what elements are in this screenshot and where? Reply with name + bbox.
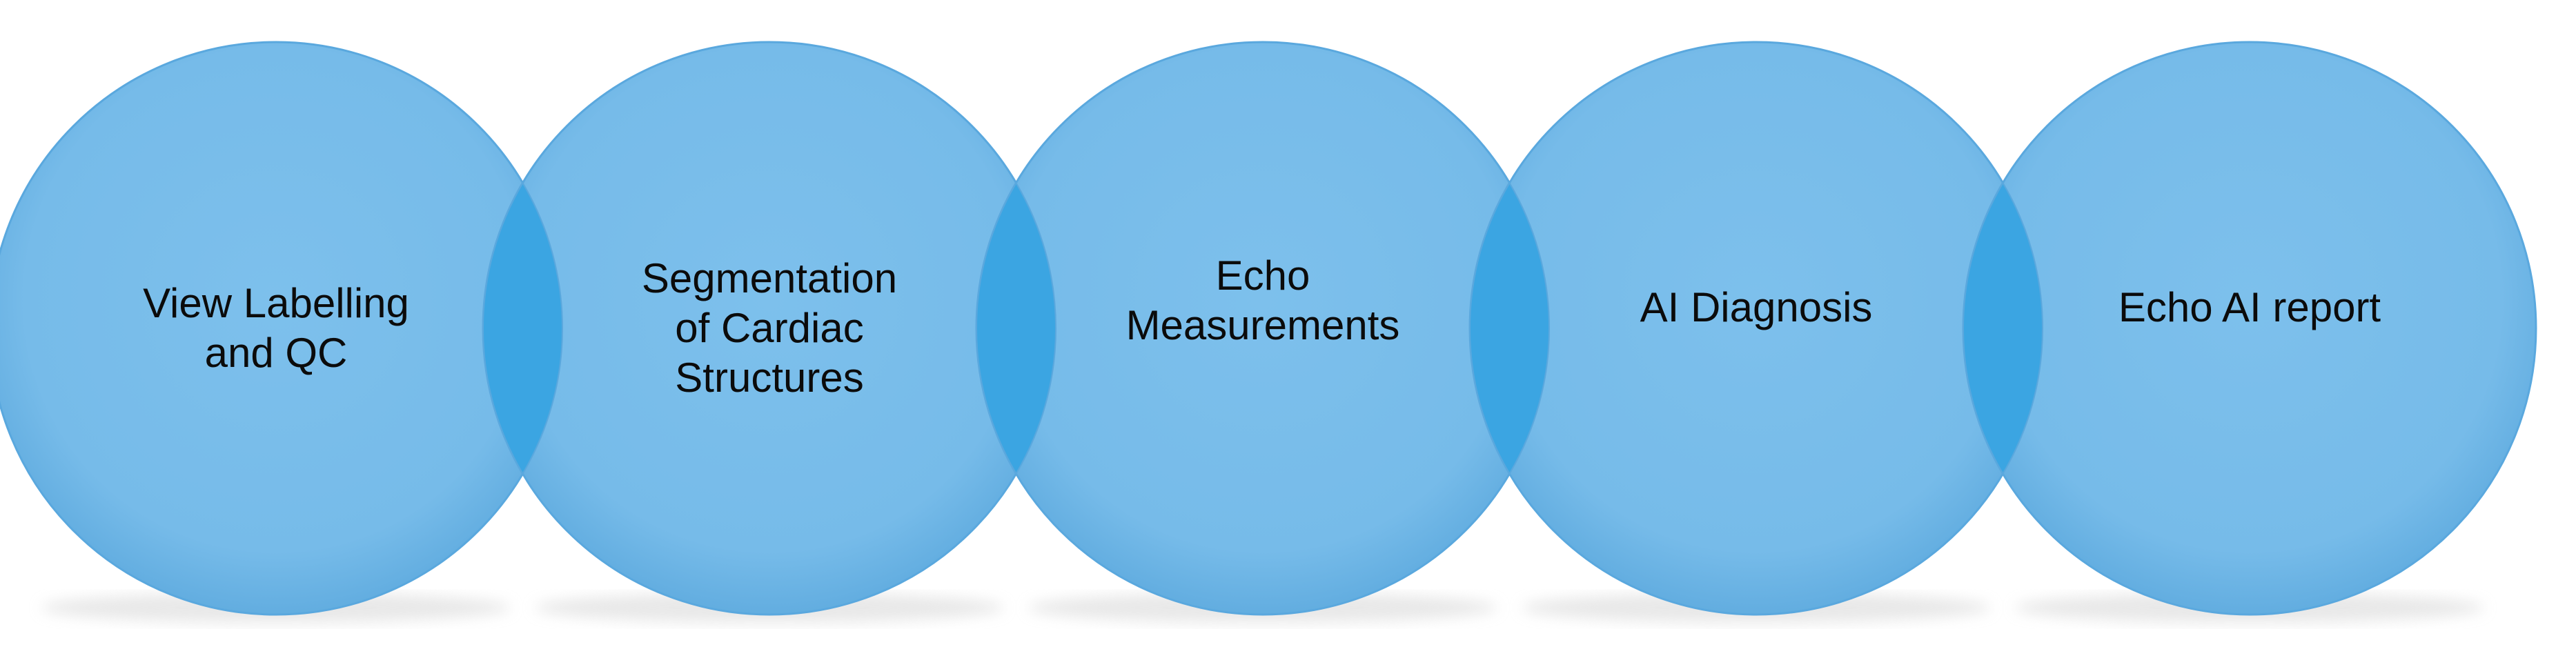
overlap-region-4 bbox=[1963, 181, 2043, 475]
step-label-line: Structures bbox=[675, 355, 863, 401]
overlap-region-2 bbox=[976, 181, 1056, 475]
step-label-line: Segmentation bbox=[642, 255, 897, 301]
step-label-line: of Cardiac bbox=[675, 305, 863, 351]
overlap-region-3 bbox=[1469, 181, 1550, 475]
step-label-line: AI Diagnosis bbox=[1640, 284, 1873, 330]
overlap-region-1 bbox=[482, 181, 563, 475]
step-label-line: Echo bbox=[1216, 252, 1310, 299]
step-label-line: Measurements bbox=[1126, 302, 1400, 348]
step-label-line: View Labelling bbox=[143, 280, 409, 326]
step-label-ai-diagnosis: AI Diagnosis bbox=[1640, 284, 1873, 330]
step-circle-view-labelling-and-qc bbox=[0, 41, 564, 616]
step-label-line: Echo AI report bbox=[2118, 284, 2381, 330]
circles bbox=[0, 41, 2537, 616]
step-label-echo-ai-report: Echo AI report bbox=[2118, 284, 2381, 330]
step-label-line: and QC bbox=[205, 330, 348, 376]
overlap-regions bbox=[482, 181, 2043, 475]
